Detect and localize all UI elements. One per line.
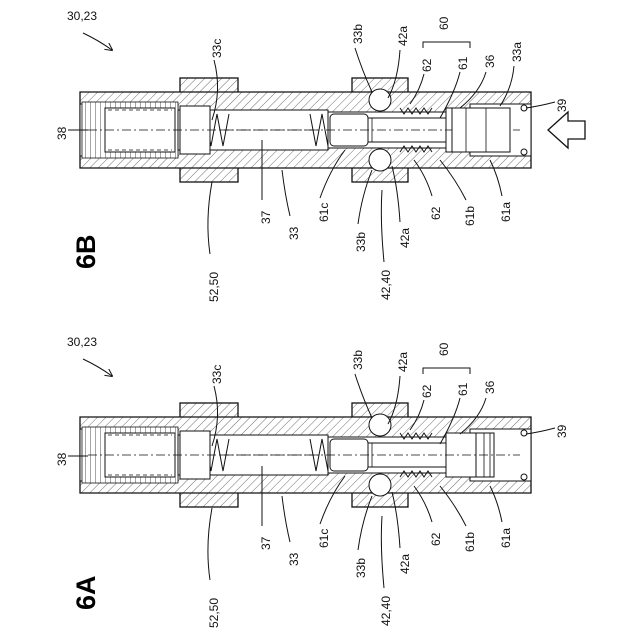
label-42-40: 42,40 (379, 270, 393, 300)
label-62-top: 62 (420, 58, 434, 72)
label-62-bot: 62 (429, 206, 443, 220)
label-61c: 61c (317, 203, 331, 222)
label-38: 38 (55, 126, 69, 140)
label-33b-bot: 33b (354, 232, 368, 252)
label-61b: 61b (463, 206, 477, 226)
label-30-23: 30,23 (67, 335, 97, 349)
label-42a-top: 42a (396, 26, 410, 46)
label-37: 37 (259, 210, 273, 224)
figure-6b: 6B 30,23 38 33c 33b 42a 60 62 61 36 33a … (55, 9, 585, 302)
label-36: 36 (483, 380, 497, 394)
label-52-50: 52,50 (207, 598, 221, 628)
label-42a-bot: 42a (398, 554, 412, 574)
figure-label: 6B (71, 234, 101, 269)
label-33b-bot: 33b (354, 558, 368, 578)
valve-section-6a (80, 403, 531, 507)
label-33c: 33c (210, 39, 224, 58)
label-38: 38 (55, 452, 69, 466)
sleeve-6b (452, 108, 510, 152)
label-61-top: 61 (456, 56, 470, 70)
label-37: 37 (259, 536, 273, 550)
label-33b-top: 33b (351, 350, 365, 370)
label-60: 60 (437, 16, 451, 30)
label-62-bot: 62 (429, 532, 443, 546)
label-33: 33 (287, 552, 301, 566)
label-52-50: 52,50 (207, 272, 221, 302)
label-30-23: 30,23 (67, 9, 97, 23)
label-62-top: 62 (420, 384, 434, 398)
label-33a: 33a (510, 42, 524, 62)
label-42a-bot: 42a (398, 228, 412, 248)
label-39: 39 (555, 98, 569, 112)
label-33c: 33c (210, 365, 224, 384)
label-39: 39 (555, 424, 569, 438)
label-33b-top: 33b (351, 24, 365, 44)
label-61b: 61b (463, 532, 477, 552)
label-61a: 61a (499, 202, 513, 222)
figure-6a: 6A 30,23 38 33c 33b 42a 60 62 61 36 39 5… (55, 335, 569, 628)
label-36: 36 (483, 54, 497, 68)
label-61c: 61c (317, 529, 331, 548)
push-arrow-icon (548, 112, 585, 148)
label-61-top: 61 (456, 382, 470, 396)
label-60: 60 (437, 342, 451, 356)
label-33: 33 (287, 226, 301, 240)
label-42-40: 42,40 (379, 596, 393, 626)
label-42a-top: 42a (396, 352, 410, 372)
figure-label: 6A (71, 575, 101, 610)
label-61a: 61a (499, 528, 513, 548)
